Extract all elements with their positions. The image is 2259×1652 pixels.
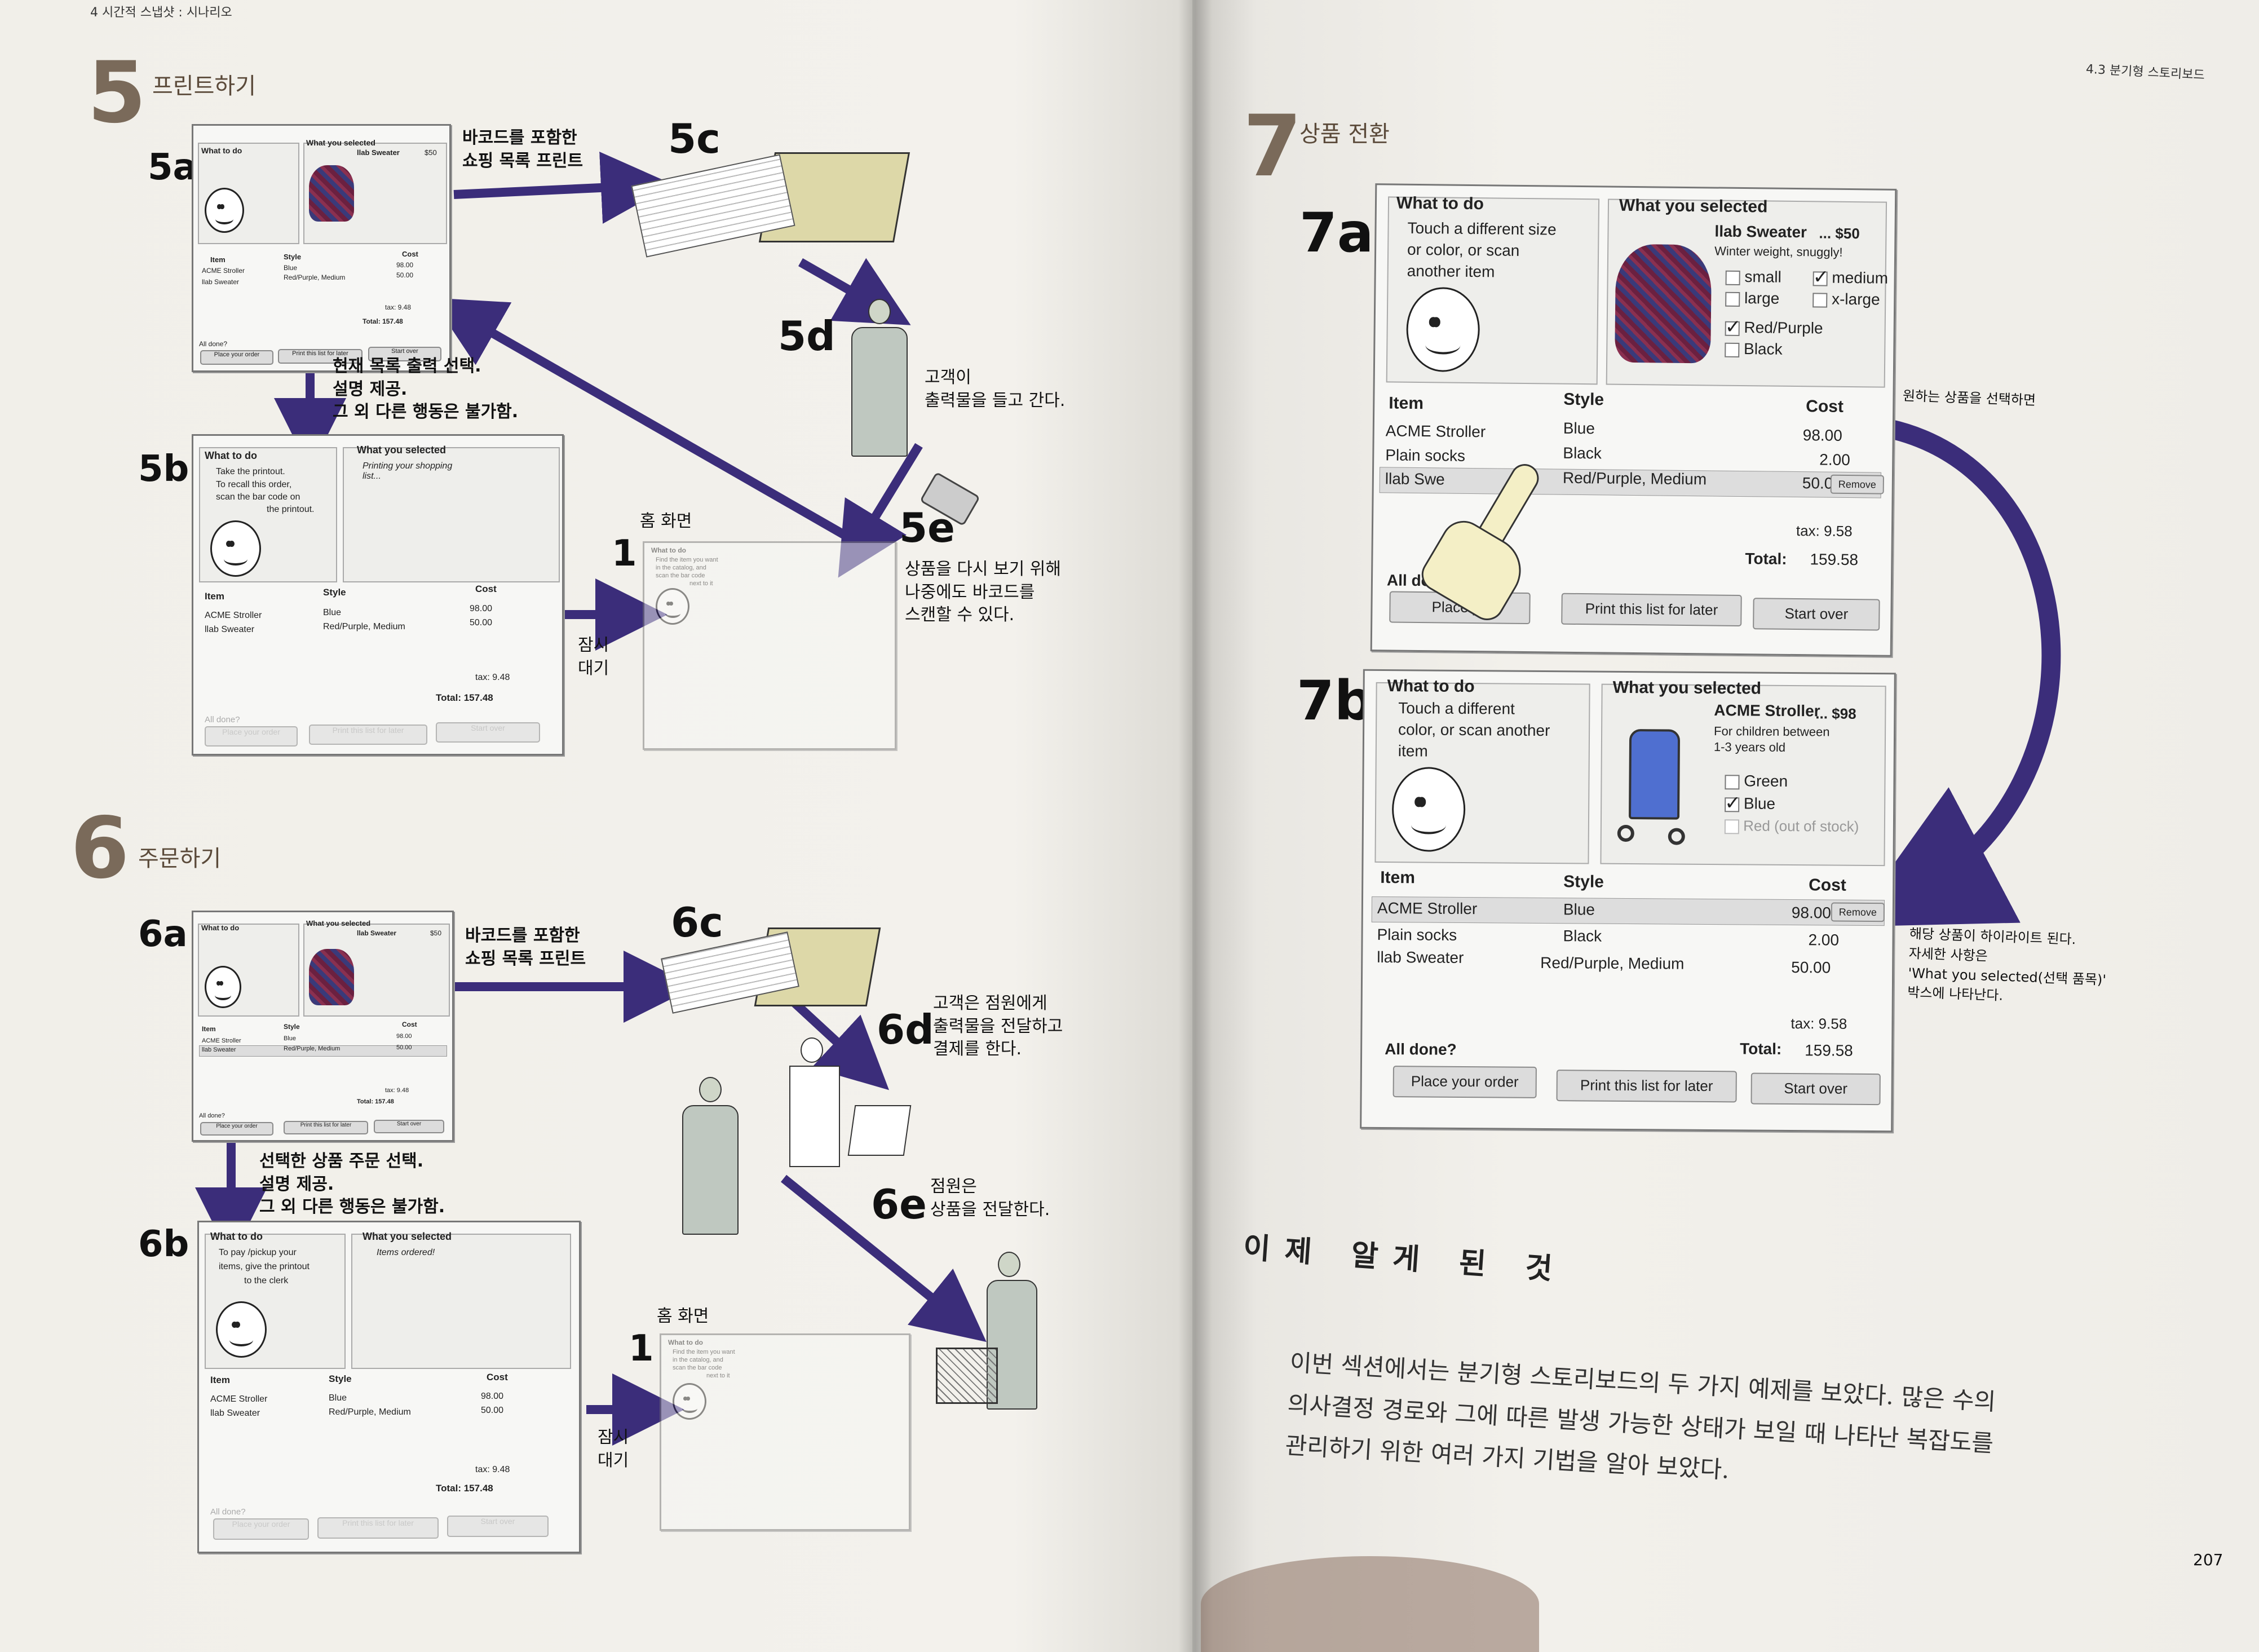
cart-row-item[interactable]: Plain socks [1377, 925, 1457, 944]
face-icon [210, 520, 261, 577]
place-order-button[interactable]: Place your order [1392, 1066, 1537, 1098]
step-5b: 5b [138, 448, 189, 490]
start-over-button[interactable]: Start over [374, 1120, 444, 1133]
print-list-button[interactable]: Print this list for later [284, 1121, 368, 1134]
section-7-title: 상품 전환 [1299, 121, 1390, 147]
option-small[interactable]: small [1725, 268, 1781, 286]
printer-illustration [631, 124, 913, 271]
caption-6-home: 홈 화면 [657, 1306, 709, 1326]
screen-5-home: What to do Find the item you want in the… [643, 541, 896, 750]
face-icon [216, 1301, 267, 1358]
face-icon [205, 966, 241, 1008]
print-list-button[interactable]: Print this list for later [1561, 593, 1742, 627]
print-list-button: Print this list for later [317, 1517, 439, 1539]
sweater-image [309, 949, 354, 1005]
step-5-one: 1 [612, 533, 637, 575]
screen-6-home: What to do Find the item you want in the… [660, 1333, 910, 1531]
printer-illustration [661, 911, 881, 1035]
screen-6a: What to do What you selected llab Sweate… [192, 911, 454, 1142]
print-list-button: Print this list for later [309, 725, 427, 745]
running-header-left: 4 시간적 스냅샷 : 시나리오 [90, 6, 232, 20]
step-6d: 6d [877, 1006, 934, 1053]
option-blue[interactable]: Blue [1725, 794, 1775, 813]
customer-figure [671, 1071, 755, 1240]
step-6c: 6c [671, 899, 723, 946]
caption-7-highlight: 해당 상품이 하이라이트 된다. 자세한 사항은 'What you selec… [1907, 925, 2107, 1004]
screen-7a: What to do Touch a different size or col… [1370, 183, 1897, 657]
screen-7b: What to do Touch a different color, or s… [1360, 669, 1896, 1133]
section-6-title: 주문하기 [138, 846, 222, 872]
caption-6-select: 선택한 상품 주문 선택.설명 제공.그 외 다른 행동은 불가함. [259, 1151, 445, 1217]
cart-row-item[interactable]: llab Sweater [1377, 948, 1464, 966]
section-5-title: 프린트하기 [152, 73, 256, 99]
clerk-figure [789, 1032, 913, 1173]
section-6-number: 6 [70, 800, 130, 898]
face-icon [673, 1383, 706, 1420]
remove-button[interactable]: Remove [1831, 902, 1885, 922]
start-over-button: Start over [436, 722, 540, 743]
sweater-image [1615, 244, 1712, 364]
screen-6b: What to do To pay /pickup your items, gi… [197, 1221, 581, 1553]
face-icon [656, 588, 689, 625]
screen-5b: What to do Take the printout. To recall … [192, 434, 564, 756]
sweater-image [309, 165, 354, 222]
book-gutter [1178, 0, 1212, 1652]
reader-hand [1201, 1556, 1539, 1652]
step-6e: 6e [871, 1181, 927, 1228]
option-black[interactable]: Black [1725, 340, 1783, 359]
remove-button[interactable]: Remove [1830, 474, 1885, 494]
step-6a: 6a [138, 913, 188, 955]
start-over-button[interactable]: Start over [1750, 1072, 1881, 1106]
place-order-button: Place your order [205, 726, 298, 747]
step-5d: 5d [778, 312, 835, 360]
face-icon [205, 188, 244, 233]
print-list-button[interactable]: Print this list for later [278, 349, 362, 364]
customer-cart-figure [936, 1252, 1049, 1432]
option-green[interactable]: Green [1725, 772, 1788, 790]
step-6-one: 1 [629, 1328, 654, 1370]
screen-5a: What to do What you selected llab Sweate… [192, 124, 451, 372]
step-5a: 5a [148, 147, 197, 188]
start-over-button[interactable]: Start over [368, 347, 441, 361]
print-list-button[interactable]: Print this list for later [1556, 1070, 1737, 1103]
face-icon [1391, 767, 1466, 852]
start-over-button[interactable]: Start over [1753, 598, 1880, 631]
customer-figure [840, 293, 930, 462]
step-5c: 5c [668, 115, 720, 162]
option-red-out-of-stock: Red (out of stock) [1724, 817, 1859, 836]
section-7-number: 7 [1243, 98, 1302, 196]
caption-5-select: 현재 목록 출력 선택.설명 제공.그 외 다른 행동은 불가함. [333, 356, 519, 422]
pointing-hand-icon [1406, 450, 1544, 627]
place-order-button: Place your order [213, 1518, 309, 1540]
page-number: 207 [2193, 1551, 2223, 1569]
place-order-button[interactable]: Place your order [200, 350, 273, 365]
option-large[interactable]: large [1725, 289, 1779, 308]
option-medium[interactable]: medium [1812, 268, 1888, 287]
step-7a: 7a [1299, 201, 1374, 264]
step-6b: 6b [138, 1223, 189, 1265]
option-red-purple[interactable]: Red/Purple [1725, 319, 1823, 338]
stroller-image [1606, 712, 1703, 859]
step-7b: 7b [1297, 669, 1373, 732]
option-x-large[interactable]: x-large [1812, 290, 1880, 308]
place-order-button[interactable]: Place your order [200, 1122, 273, 1136]
caption-5-home: 홈 화면 [640, 511, 692, 531]
cart-row-item[interactable]: ACME Stroller [1385, 422, 1486, 441]
section-5-number: 5 [87, 44, 147, 142]
start-over-button: Start over [447, 1516, 549, 1537]
